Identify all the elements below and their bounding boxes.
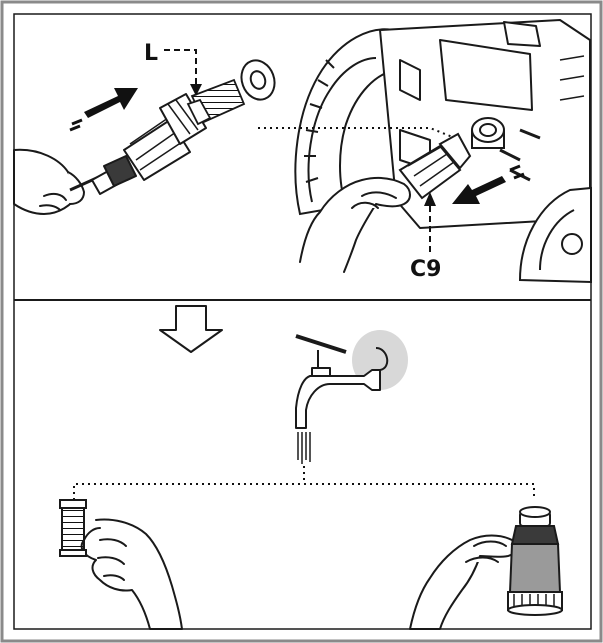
pull-arrow-icon [452,164,525,204]
down-arrow-icon [190,84,202,96]
machine-wheel-left [294,28,400,216]
part-c9-label: C9 [410,257,441,282]
rinse-dotted-connector [73,466,535,500]
water-inlet-icon [471,117,505,149]
part-l-label: L [144,41,158,66]
filter-insert-icon [186,78,246,126]
filter-housing-icon [398,132,472,200]
hand-icon [299,176,411,273]
machine-wheel-right [518,186,592,284]
washer-icon [240,59,276,101]
filter-housing-icon [507,506,563,616]
tap-icon [295,330,408,429]
up-arrow-icon [424,192,436,206]
filter-tool-icon [69,93,207,195]
water-stream [297,432,311,464]
part-l-leader [164,49,197,88]
push-arrow-icon [69,88,138,132]
filter-insert-icon [59,499,87,557]
hand-icon [80,518,183,630]
down-arrow-icon [159,305,223,353]
hand-icon [13,148,85,215]
inlet-dotted-guide [258,127,461,141]
